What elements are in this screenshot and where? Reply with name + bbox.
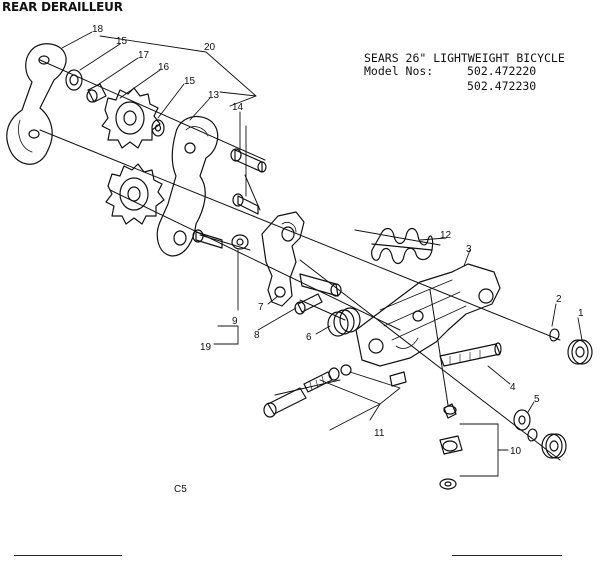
model-number-1: 502.472220: [467, 64, 537, 78]
footer-rule-right: [452, 555, 562, 556]
callout-13: 13: [208, 90, 220, 101]
upper-bushing: [86, 83, 107, 103]
callout-19: 19: [200, 342, 212, 353]
callout-18: 18: [92, 24, 104, 35]
callout-17: 17: [138, 50, 150, 61]
callout-5: 5: [534, 394, 540, 405]
pulley-bolts: [192, 148, 267, 249]
cable-adjuster: [439, 342, 502, 367]
lower-jockey-pulley: [105, 163, 165, 225]
end-nut-5b: [541, 433, 567, 459]
mounting-bolt: [263, 364, 407, 418]
clip-2: [549, 328, 560, 342]
model-line-2-label: Model Nos:: [364, 64, 434, 78]
end-nut-1: [567, 339, 593, 365]
pivot-washer: [231, 234, 249, 250]
callout-8: 8: [254, 330, 260, 341]
callout-15-upper: 15: [116, 36, 128, 47]
callout-1: 1: [578, 308, 584, 319]
pulley-washer: [151, 119, 165, 137]
callout-7: 7: [258, 302, 264, 313]
pivot-spring: [327, 307, 361, 337]
upper-spacer: [65, 69, 83, 91]
upper-jockey-pulley: [101, 87, 161, 149]
callout-9: 9: [232, 316, 238, 327]
leader-lines: [61, 31, 583, 477]
footer-code: C5: [174, 484, 187, 495]
callout-16: 16: [158, 62, 170, 73]
callout-3: 3: [466, 244, 472, 255]
callout-15-lower: 15: [184, 76, 196, 87]
pivot-arm: [261, 211, 342, 307]
callout-10: 10: [510, 446, 522, 457]
model-line-1: SEARS 26" LIGHTWEIGHT BICYCLE: [364, 51, 565, 65]
diagram-title: REAR DERAILLEUR: [2, 0, 123, 14]
axis-lines: [39, 59, 561, 461]
callout-labels: 18 15 17 20 16 15 13 14 12 3 2 1 7 9 8 6…: [92, 24, 584, 457]
adjusting-screws: [439, 403, 463, 490]
callout-14: 14: [232, 102, 244, 113]
callout-4: 4: [510, 382, 516, 393]
model-number-2: 502.472230: [467, 79, 537, 93]
washer-5: [513, 409, 538, 442]
pivot-bolt: [294, 293, 323, 315]
callout-11: 11: [374, 428, 385, 439]
outer-cage-plate: [6, 43, 67, 165]
callout-6: 6: [306, 332, 312, 343]
main-spring: [371, 227, 434, 265]
parallelogram-body: [355, 263, 501, 367]
callout-2: 2: [556, 294, 562, 305]
callout-20: 20: [204, 42, 216, 53]
callout-12: 12: [440, 230, 452, 241]
inner-cage-plate: [156, 115, 219, 257]
footer-rule-left: [14, 555, 122, 556]
